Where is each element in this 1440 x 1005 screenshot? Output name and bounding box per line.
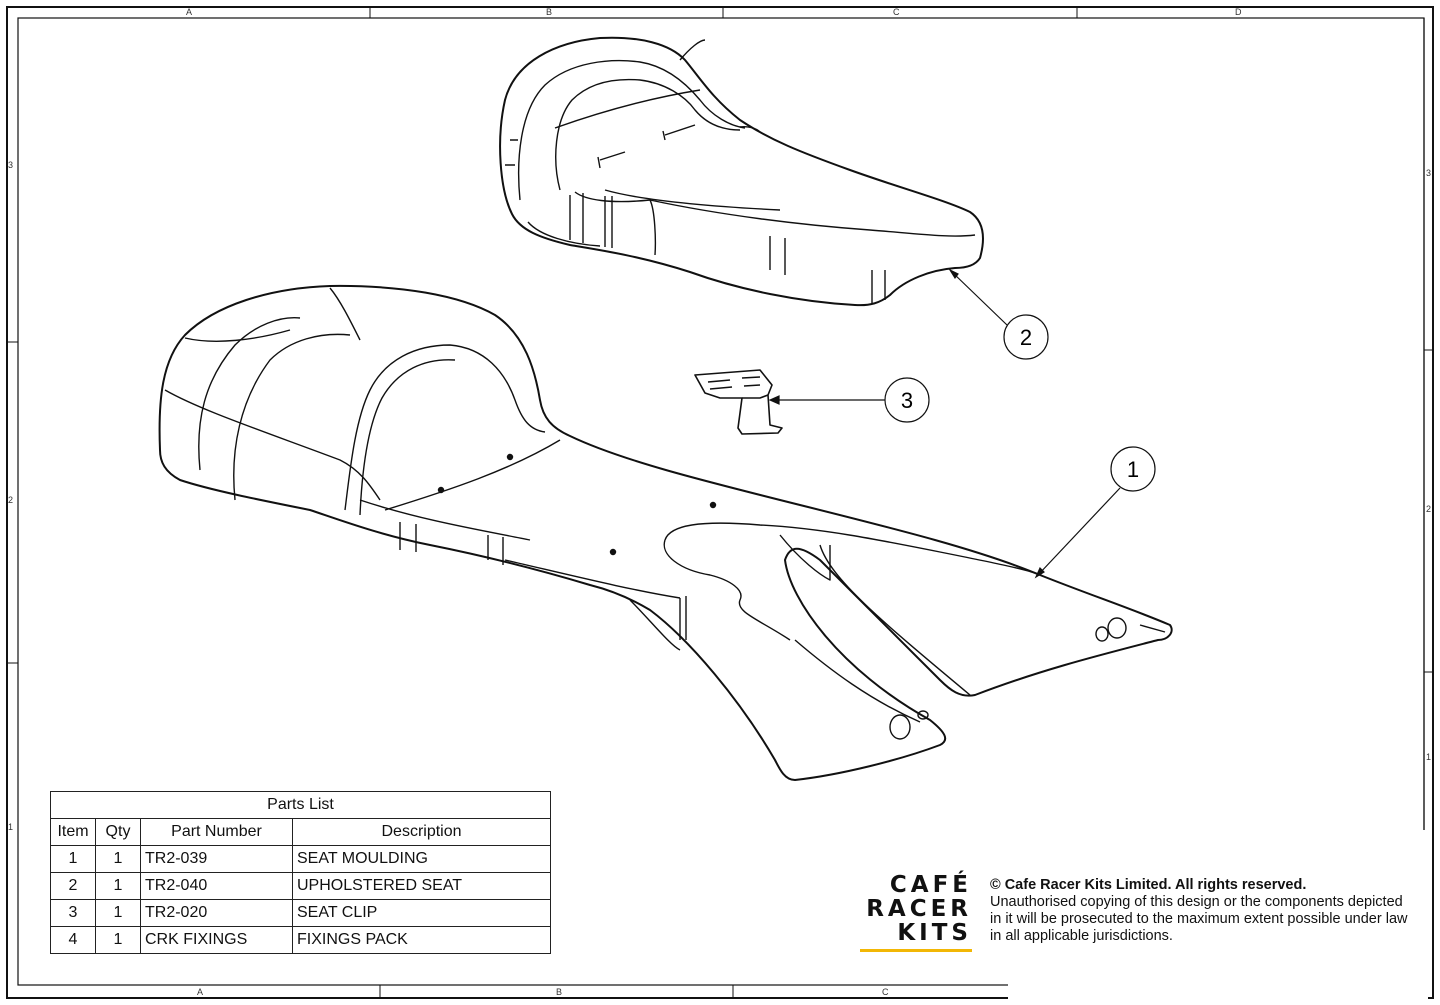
table-row: 1 1 TR2-039 SEAT MOULDING	[50, 845, 551, 873]
parts-list-header-row: Item Qty Part Number Description	[50, 818, 551, 846]
balloon-3: 3	[884, 377, 930, 423]
zone-bottom-b: B	[556, 987, 563, 997]
logo-line-3: KITS	[897, 920, 972, 946]
zone-left-1: 1	[8, 822, 14, 832]
balloon-2-number: 2	[1020, 325, 1032, 350]
qty-cell: 1	[95, 926, 141, 954]
leader-lines	[768, 268, 1121, 579]
part-number-cell: TR2-020	[140, 899, 293, 927]
zone-top-b: B	[546, 7, 553, 17]
cafe-racer-kits-logo: CAFÉ RACER KITS	[856, 873, 972, 952]
balloon-1: 1	[1110, 446, 1156, 492]
zone-left-3: 3	[8, 160, 14, 170]
zone-top-a: A	[186, 7, 193, 17]
item-cell: 2	[50, 872, 96, 900]
copyright-title: © Cafe Racer Kits Limited. All rights re…	[990, 877, 1307, 893]
column-header-part-number: Part Number	[140, 818, 293, 846]
zone-right-2: 2	[1426, 504, 1432, 514]
zone-top-d: D	[1235, 7, 1242, 17]
item-cell: 3	[50, 899, 96, 927]
part-number-cell: TR2-040	[140, 872, 293, 900]
description-cell: SEAT MOULDING	[292, 845, 551, 873]
zone-right-3: 3	[1426, 168, 1432, 178]
description-cell: SEAT CLIP	[292, 899, 551, 927]
item-cell: 1	[50, 845, 96, 873]
zone-bottom-a: A	[197, 987, 204, 997]
zone-right-1: 1	[1426, 752, 1432, 762]
logo-line-1: CAFÉ	[889, 872, 972, 898]
description-cell: UPHOLSTERED SEAT	[292, 872, 551, 900]
table-row: 4 1 CRK FIXINGS FIXINGS PACK	[50, 926, 551, 954]
seat-clip-drawing	[694, 369, 783, 435]
column-header-item: Item	[50, 818, 96, 846]
column-header-description: Description	[292, 818, 551, 846]
part-number-cell: TR2-039	[140, 845, 293, 873]
item-cell: 4	[50, 926, 96, 954]
copyright-body: Unauthorised copying of this design or t…	[990, 894, 1408, 944]
zone-bottom-c: C	[882, 987, 889, 997]
table-row: 3 1 TR2-020 SEAT CLIP	[50, 899, 551, 927]
zone-top-c: C	[893, 7, 900, 17]
copyright-notice: © Cafe Racer Kits Limited. All rights re…	[990, 877, 1410, 945]
parts-list-title-row: Parts List	[50, 791, 551, 819]
qty-cell: 1	[95, 899, 141, 927]
column-header-qty: Qty	[95, 818, 141, 846]
parts-list-table: Parts List Item Qty Part Number Descript…	[50, 791, 551, 954]
balloon-1-number: 1	[1127, 457, 1139, 482]
balloon-3-number: 3	[901, 388, 913, 413]
description-cell: FIXINGS PACK	[292, 926, 551, 954]
logo-line-2: RACER	[866, 896, 972, 922]
balloon-2: 2	[1003, 314, 1049, 360]
logo-accent-bar	[860, 949, 972, 952]
zone-left-2: 2	[8, 495, 14, 505]
qty-cell: 1	[95, 845, 141, 873]
seat-moulding-drawing	[158, 284, 1173, 781]
upholstered-seat-drawing	[499, 36, 984, 307]
part-number-cell: CRK FIXINGS	[140, 926, 293, 954]
parts-list-title: Parts List	[50, 791, 551, 819]
table-row: 2 1 TR2-040 UPHOLSTERED SEAT	[50, 872, 551, 900]
qty-cell: 1	[95, 872, 141, 900]
